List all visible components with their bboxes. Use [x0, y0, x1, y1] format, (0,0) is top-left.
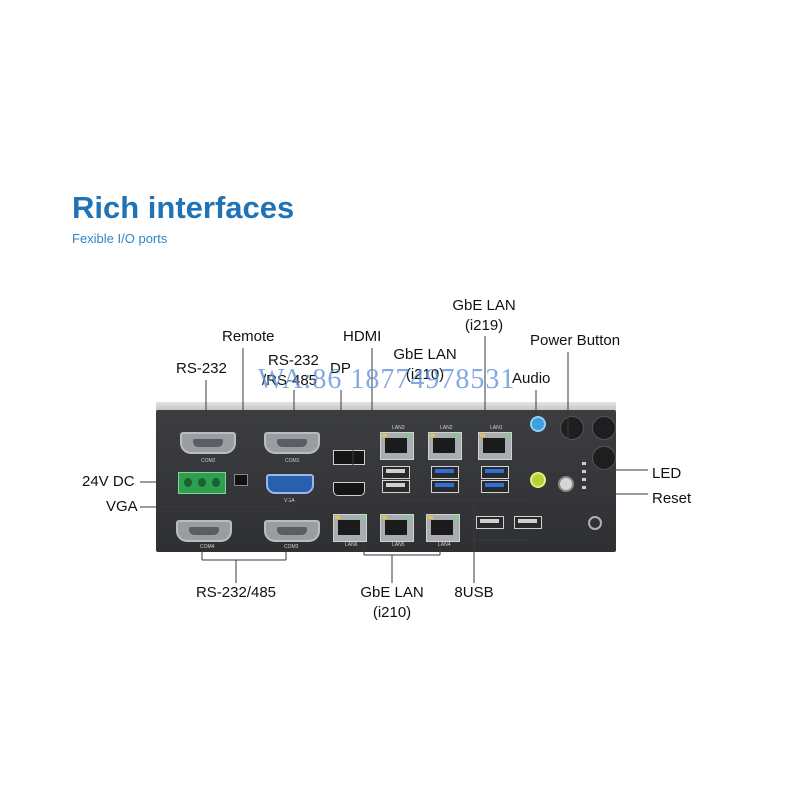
page-subtitle: Fexible I/O ports — [72, 231, 168, 246]
dc-terminal-block — [178, 472, 226, 494]
callout-rs232-485-bottom: RS-232/485 — [195, 584, 277, 601]
usb2-port — [514, 516, 542, 529]
callout-8usb: 8USB — [454, 584, 494, 601]
contact-watermark: WA:86 18774978531 — [258, 364, 516, 395]
hdmi-port — [333, 482, 365, 496]
com3-port — [264, 520, 320, 542]
usb3-port — [481, 480, 509, 493]
displayport-port — [333, 450, 365, 465]
vga-port — [266, 474, 314, 494]
com1-label: COM1 — [285, 458, 300, 464]
lan5-port — [380, 514, 414, 542]
lan1-label: LAN1 — [490, 425, 503, 431]
lan6-port — [333, 514, 367, 542]
lan4-port — [426, 514, 460, 542]
com2-port — [180, 432, 236, 454]
lan6-label: LAN6 — [345, 542, 358, 548]
com4-label: COM4 — [200, 544, 215, 550]
callout-rs232-485-top-line1: RS-232 — [268, 352, 319, 369]
callout-rs232-top: RS-232 — [176, 360, 227, 377]
callout-power-button: Power Button — [530, 332, 621, 349]
lan5-label: LAN5 — [392, 542, 405, 548]
callout-rs232-485-top-line2: /RS-485 — [262, 372, 318, 389]
lan1-port — [478, 432, 512, 460]
callout-gbe-i210-bottom-line2: (i210) — [372, 604, 412, 621]
usb3-port — [481, 466, 509, 479]
lan3-label: LAN3 — [392, 425, 405, 431]
remote-header — [234, 474, 248, 486]
page-headline: Rich interfaces — [72, 190, 295, 225]
com4-port — [176, 520, 232, 542]
callout-gbe-i210-top-line1: GbE LAN — [393, 346, 457, 363]
mic-jack — [530, 472, 546, 488]
usb2-port — [382, 466, 410, 479]
led-indicator — [582, 486, 586, 489]
led-indicator — [582, 470, 586, 473]
led-indicator — [582, 478, 586, 481]
com2-label: COM2 — [201, 458, 216, 464]
lan2-label: LAN2 — [440, 425, 453, 431]
callout-gbe-i219-line1: GbE LAN — [452, 297, 516, 314]
com1-port — [264, 432, 320, 454]
usb2-port — [382, 480, 410, 493]
callout-dp: DP — [330, 360, 351, 377]
callout-remote: Remote — [222, 328, 275, 345]
usb2-port — [476, 516, 504, 529]
device-top-edge — [156, 402, 616, 412]
lan4-label: LAN4 — [438, 542, 451, 548]
led-indicator — [582, 462, 586, 465]
lan2-port — [428, 432, 462, 460]
callout-audio: Audio — [512, 370, 551, 387]
ground-screw-icon — [588, 516, 602, 530]
callout-gbe-i219-line2: (i219) — [464, 317, 504, 334]
callout-gbe-i210-top-line2: (i210) — [405, 366, 445, 383]
callout-hdmi: HDMI — [343, 328, 382, 345]
antenna-knob — [560, 416, 584, 440]
callout-led: LED — [652, 465, 682, 482]
lan3-port — [380, 432, 414, 460]
line-out-jack — [530, 416, 546, 432]
vga-label: VGA — [284, 498, 295, 504]
callout-vga: VGA — [106, 498, 138, 515]
usb3-port — [431, 480, 459, 493]
callout-24v-dc: 24V DC — [82, 473, 135, 490]
callout-reset: Reset — [652, 490, 692, 507]
usb3-port — [431, 466, 459, 479]
antenna-knob — [592, 416, 616, 440]
com3-label: COM3 — [284, 544, 299, 550]
callout-gbe-i210-bottom-line1: GbE LAN — [360, 584, 424, 601]
power-button[interactable] — [558, 476, 574, 492]
antenna-knob — [592, 446, 616, 470]
